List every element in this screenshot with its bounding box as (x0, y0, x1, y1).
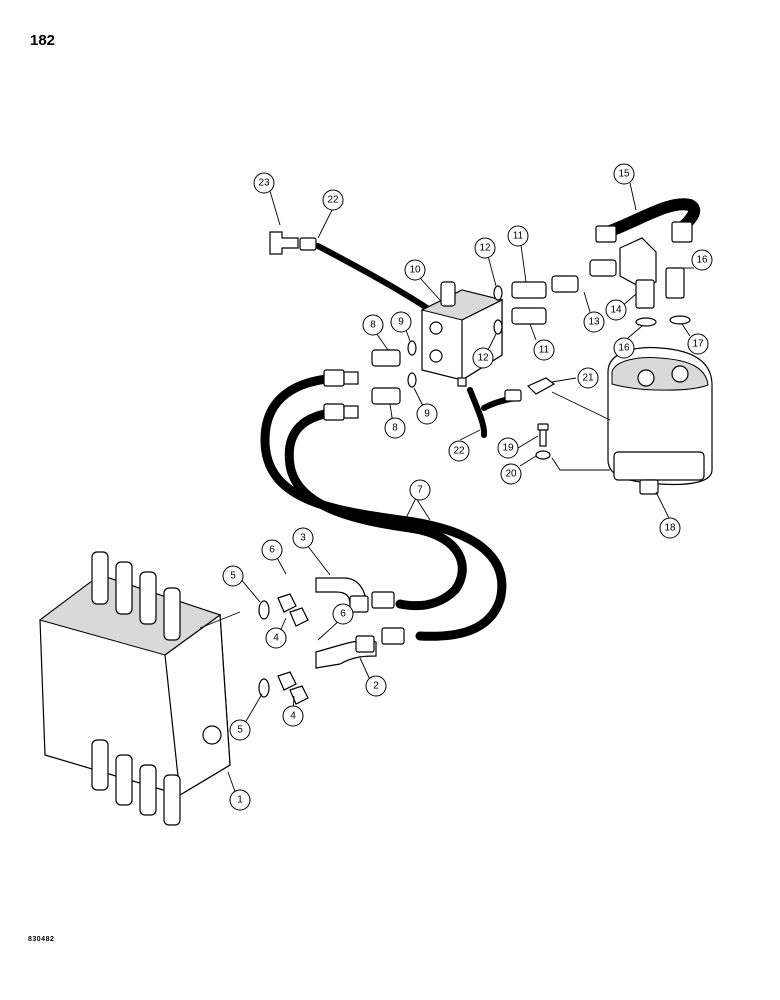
callout-7: 7 (409, 479, 431, 501)
callout-label: 7 (417, 485, 423, 496)
pump-fittings (635, 267, 691, 327)
hydraulic-pump (607, 346, 713, 495)
callout-9: 9 (390, 311, 412, 333)
callout-label: 15 (618, 169, 630, 180)
callout-label: 22 (327, 195, 339, 206)
tube-15 (595, 198, 701, 243)
hose-assembly (260, 373, 507, 641)
pilot-hose (299, 237, 522, 438)
callout-label: 13 (588, 317, 600, 328)
callout-label: 16 (618, 343, 630, 354)
callout-label: 8 (370, 320, 376, 331)
callout-label: 20 (505, 469, 517, 480)
callout-8: 8 (384, 417, 406, 439)
callout-label: 1 (237, 795, 243, 806)
callout-label: 9 (398, 317, 404, 328)
callout-label: 17 (692, 339, 704, 350)
callout-label: 14 (610, 305, 622, 316)
callout-label: 22 (453, 446, 465, 457)
callout-22: 22 (448, 440, 470, 462)
callout-14: 14 (605, 299, 627, 321)
callout-11: 11 (507, 225, 529, 247)
callout-15: 15 (613, 163, 635, 185)
callout-6: 6 (261, 539, 283, 561)
valve-block (420, 281, 504, 387)
callout-12: 12 (474, 237, 496, 259)
callout-label: 8 (392, 423, 398, 434)
callout-label: 3 (300, 533, 306, 544)
hose-end-fittings (323, 369, 405, 645)
callout-label: 9 (424, 409, 430, 420)
control-valve (38, 551, 231, 826)
callout-17: 17 (687, 333, 709, 355)
callout-label: 6 (340, 609, 346, 620)
callout-label: 4 (290, 711, 296, 722)
callout-6: 6 (332, 603, 354, 625)
callout-20: 20 (500, 463, 522, 485)
callout-5: 5 (222, 565, 244, 587)
callout-label: 10 (409, 265, 421, 276)
callout-10: 10 (404, 259, 426, 281)
callout-label: 21 (582, 373, 594, 384)
callout-13: 13 (583, 311, 605, 333)
adapters-right (493, 237, 657, 335)
callout-label: 12 (477, 353, 489, 364)
callout-19: 19 (497, 437, 519, 459)
callout-21: 21 (577, 367, 599, 389)
callout-4: 4 (282, 705, 304, 727)
callout-label: 6 (269, 545, 275, 556)
callout-label: 11 (539, 345, 550, 356)
callout-label: 2 (373, 681, 379, 692)
callout-5: 5 (229, 719, 251, 741)
bolt-and-washer (535, 423, 551, 460)
callout-label: 23 (258, 178, 270, 189)
callout-1: 1 (229, 789, 251, 811)
callout-16: 16 (613, 337, 635, 359)
callout-label: 16 (696, 255, 708, 266)
fitting-21 (526, 377, 556, 395)
callout-18: 18 (659, 517, 681, 539)
flange-connections (258, 577, 377, 705)
callout-16: 16 (691, 249, 713, 271)
callout-8: 8 (362, 314, 384, 336)
callout-label: 11 (513, 231, 524, 242)
elbow-fitting-23 (269, 231, 299, 255)
callout-label: 5 (230, 571, 236, 582)
adapters-left (371, 340, 417, 405)
callout-3: 3 (292, 527, 314, 549)
callout-label: 19 (502, 443, 514, 454)
leader-lines (199, 182, 694, 801)
page-number: 182 (30, 32, 56, 49)
figure-code: 830482 (28, 936, 55, 943)
callout-label: 12 (479, 243, 491, 254)
callout-label: 18 (664, 523, 676, 534)
callout-4: 4 (265, 627, 287, 649)
callout-12: 12 (472, 347, 494, 369)
callout-2: 2 (365, 675, 387, 697)
callout-23: 23 (253, 172, 275, 194)
callout-label: 5 (237, 725, 243, 736)
callout-22: 22 (322, 189, 344, 211)
callout-11: 11 (533, 339, 555, 361)
callout-9: 9 (416, 403, 438, 425)
callout-label: 4 (273, 633, 279, 644)
